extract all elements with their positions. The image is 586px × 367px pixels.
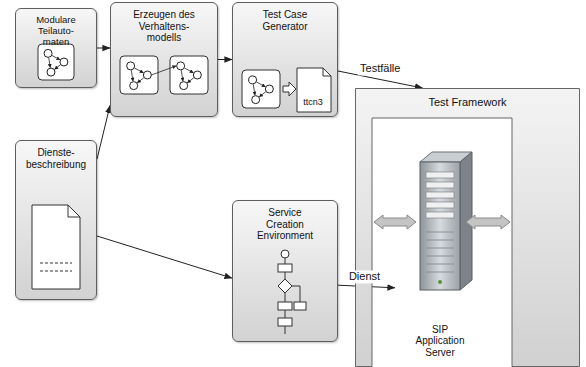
edge-label: Testfälle [358,62,402,75]
flow-arrow [97,236,232,278]
process-box: Test Case Generator ttcn3 [232,2,338,117]
automaton-icon [170,56,208,94]
frame-shape [356,89,580,367]
node-label: Test Case Generator [249,9,321,32]
automaton-icon [242,70,280,108]
framework-frame: Test FrameworkSIP Application Server [355,88,580,367]
node-label: Modulare Teilauto- maten [29,15,83,48]
node-label: Dienste- beschreibung [20,147,92,170]
document-icon [297,68,331,112]
interface-arrow [466,215,510,229]
node-label: Service Creation Environment [252,207,318,242]
flow-arrow [97,48,110,49]
automaton-icon [120,56,158,94]
node-label: Erzeugen des Verhaltens- modells [124,9,204,44]
file-label: ttcn3 [296,97,330,107]
node-label: SIP Application Server [408,324,472,359]
automaton-link [151,66,176,75]
server-node: SIP Application Server [395,150,485,362]
process-box: Modulare Teilauto- maten [15,8,97,88]
flow-arrow [218,59,232,60]
flow-arrow [97,106,110,160]
process-box: Service Creation Environment [232,200,338,342]
process-box: Erzeugen des Verhaltens- modells [110,2,218,117]
interface-arrow [374,215,416,229]
flowchart-icon [278,250,306,334]
document-box: Dienste- beschreibung [15,140,97,300]
transform-arrow [283,82,296,96]
server-icon [420,152,472,290]
node-label: Test Framework [393,96,543,109]
frame-outline [355,88,580,367]
edge-label: Dienst [347,270,382,283]
automaton-icon [38,44,74,80]
document-icon [32,205,80,289]
